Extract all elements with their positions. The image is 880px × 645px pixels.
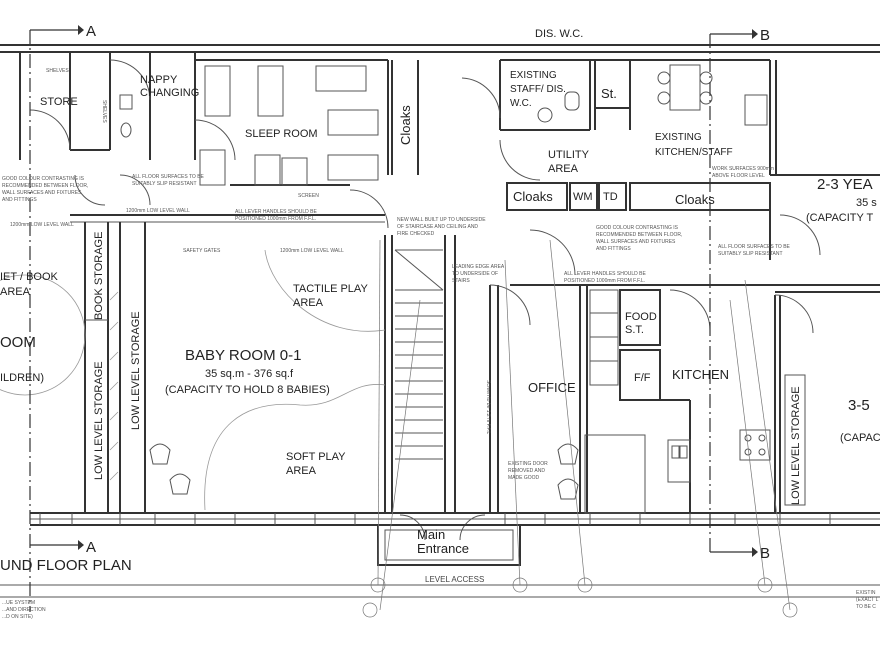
room-wm: WM xyxy=(573,191,593,203)
room-2-3-capacity: (CAPACITY T xyxy=(806,212,874,224)
room-baby-room: BABY ROOM 0-1 xyxy=(185,347,301,364)
outer-walls xyxy=(0,44,880,598)
room-2-3-years: 2-3 YEA xyxy=(817,176,873,193)
section-label-b-bottom: B xyxy=(760,545,770,562)
room-cloaks-left: Cloaks xyxy=(513,189,553,204)
note-screen: SCREEN xyxy=(298,193,319,199)
room-sleep-room: SLEEP ROOM xyxy=(245,128,318,140)
note-safety-gates: SAFETY GATES xyxy=(183,248,221,254)
note-screen-ffl: Screen to be 1.2 m F.F.L xyxy=(485,380,491,434)
note-shelves-1: SHELVES xyxy=(101,100,107,123)
top-wall-label: DIS. W.C. xyxy=(535,28,583,40)
note-low-wall-1: 1200mm LOW LEVEL WALL xyxy=(126,208,190,214)
fixtures xyxy=(0,64,771,514)
room-children-partial: ILDREN) xyxy=(0,372,44,384)
room-office: OFFICE xyxy=(528,380,576,395)
room-ff: F/F xyxy=(634,372,651,384)
room-3-5: 3-5 xyxy=(848,397,870,414)
note-shelves-top: SHELVES xyxy=(46,68,69,74)
structural-grid xyxy=(362,239,798,618)
room-partial: OOM xyxy=(0,334,36,351)
room-st: St. xyxy=(601,86,617,101)
interior-walls xyxy=(19,52,880,512)
room-low-level-storage-2: LOW LEVEL STORAGE xyxy=(93,361,105,480)
section-line-b xyxy=(709,29,758,557)
room-2-3-area: 35 s xyxy=(856,197,877,209)
room-low-level-storage-1: LOW LEVEL STORAGE xyxy=(130,311,142,430)
note-low-wall-2: 1200mm LOW LEVEL WALL xyxy=(10,222,74,228)
level-access-label: LEVEL ACCESS xyxy=(425,575,484,584)
room-kitchen: KITCHEN xyxy=(672,367,729,382)
section-label-b-top: B xyxy=(760,27,770,44)
room-cloaks-right: Cloaks xyxy=(675,192,715,207)
door-swings xyxy=(29,59,821,541)
note-bottom-left: ...UE SYSTEM...AND DIRECTION...D ON SITE… xyxy=(2,600,46,620)
section-label-a-top: A xyxy=(86,23,96,40)
room-low-level-storage-3: LOW LEVEL STORAGE xyxy=(790,386,802,505)
room-td: TD xyxy=(603,191,618,203)
room-cloaks-vertical: Cloaks xyxy=(398,105,413,145)
room-baby-room-area: 35 sq.m - 376 sq.f xyxy=(205,368,294,380)
room-store: STORE xyxy=(40,96,78,108)
plan-title: UND FLOOR PLAN xyxy=(0,557,132,574)
section-line-a xyxy=(29,25,84,612)
room-book-storage: BOOK STORAGE xyxy=(93,232,105,320)
note-low-wall-3: 1200mm LOW LEVEL WALL xyxy=(280,248,344,254)
room-baby-room-capacity: (CAPACITY TO HOLD 8 BABIES) xyxy=(165,384,330,396)
room-3-5-capacity: (CAPAC xyxy=(840,432,880,444)
section-label-a-bottom: A xyxy=(86,539,96,556)
